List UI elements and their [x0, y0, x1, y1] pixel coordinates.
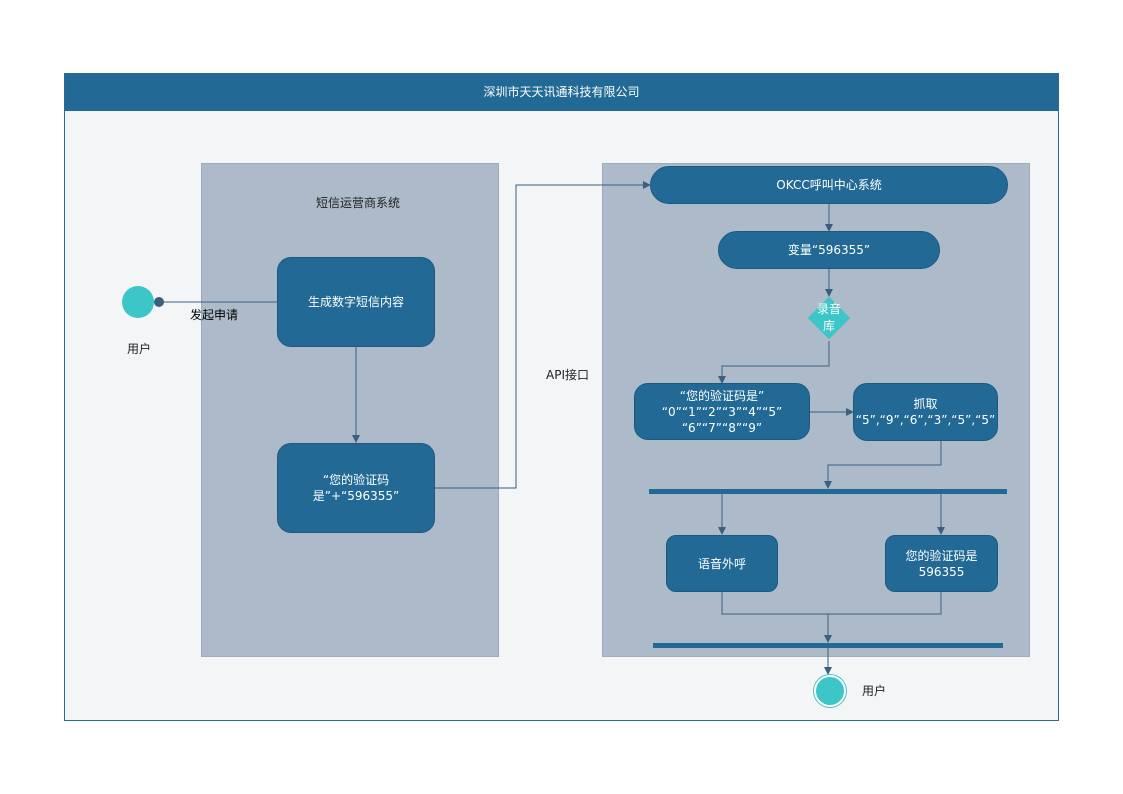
end-user-label: 用户 — [862, 684, 887, 698]
library-label: 录音 库 — [816, 302, 841, 333]
fork-bar — [649, 489, 1007, 494]
start-user-label: 用户 — [127, 342, 152, 356]
final-code-node: 您的验证码是 596355 — [885, 535, 998, 592]
variable-node: 变量“596355” — [718, 231, 940, 269]
sms-code-node: “您的验证码 是”+“596355” — [277, 443, 435, 533]
diagram-title: 深圳市天天讯通科技有限公司 — [65, 74, 1058, 111]
join-bar — [653, 643, 1003, 648]
okcc-node: OKCC呼叫中心系统 — [650, 166, 1008, 204]
start-user-node — [122, 286, 154, 318]
voice-call-node: 语音外呼 — [666, 535, 778, 592]
generate-sms-node: 生成数字短信内容 — [277, 257, 435, 347]
code-digits-node: “您的验证码是” “0”“1”“2”“3”“4”“5” “6”“7”“8”“9” — [634, 383, 810, 440]
grab-node: 抓取 “5”,“9”,“6”,“3”,“5”,“5” — [853, 383, 998, 441]
end-user-node — [814, 675, 846, 707]
request-label: 发起申请 — [190, 308, 239, 322]
api-label: API接口 — [546, 368, 589, 382]
sms-lane-title: 短信运营商系统 — [316, 196, 401, 210]
sms-operator-lane — [201, 163, 499, 657]
